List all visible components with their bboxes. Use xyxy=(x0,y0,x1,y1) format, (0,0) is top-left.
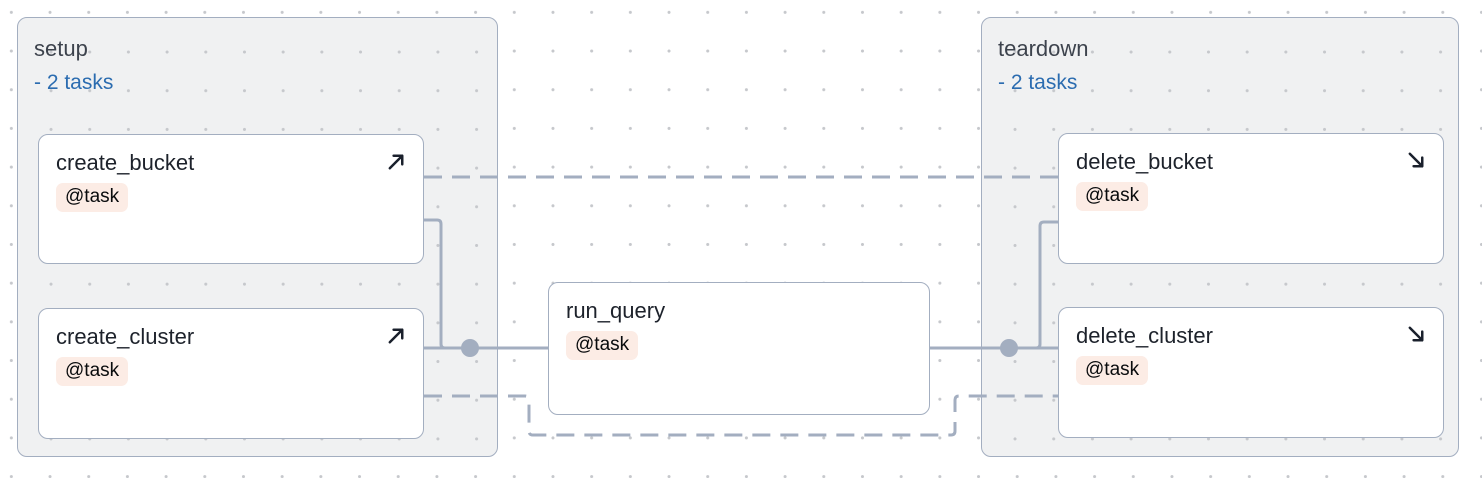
group-collapse-toggle-teardown[interactable]: - 2 tasks xyxy=(998,71,1078,94)
group-title-setup: setup xyxy=(34,36,88,61)
task-node-delete-bucket[interactable]: delete_bucket @task xyxy=(1058,133,1444,264)
arrow-down-right-icon xyxy=(1408,152,1424,168)
group-collapse-toggle-setup[interactable]: - 2 tasks xyxy=(34,71,114,94)
task-name: run_query xyxy=(566,298,666,323)
task-name: create_cluster xyxy=(56,324,195,349)
group-title-teardown: teardown xyxy=(998,36,1089,61)
task-decorator-badge: @task xyxy=(566,331,639,360)
task-decorator-badge: @task xyxy=(56,357,129,386)
arrow-down-right-icon xyxy=(1408,326,1424,342)
task-node-create-cluster[interactable]: create_cluster @task xyxy=(38,308,424,439)
task-decorator-badge: @task xyxy=(1076,182,1149,211)
arrow-up-right-icon xyxy=(388,328,404,344)
task-node-create-bucket[interactable]: create_bucket @task xyxy=(38,134,424,264)
arrow-up-right-icon xyxy=(388,154,404,170)
task-name: create_bucket xyxy=(56,150,195,175)
task-decorator-badge: @task xyxy=(56,183,129,212)
task-name: delete_cluster xyxy=(1076,323,1213,348)
task-name: delete_bucket xyxy=(1076,149,1213,174)
task-decorator-badge: @task xyxy=(1076,356,1149,385)
task-node-delete-cluster[interactable]: delete_cluster @task xyxy=(1058,307,1444,438)
task-node-run-query[interactable]: run_query @task xyxy=(548,282,930,415)
